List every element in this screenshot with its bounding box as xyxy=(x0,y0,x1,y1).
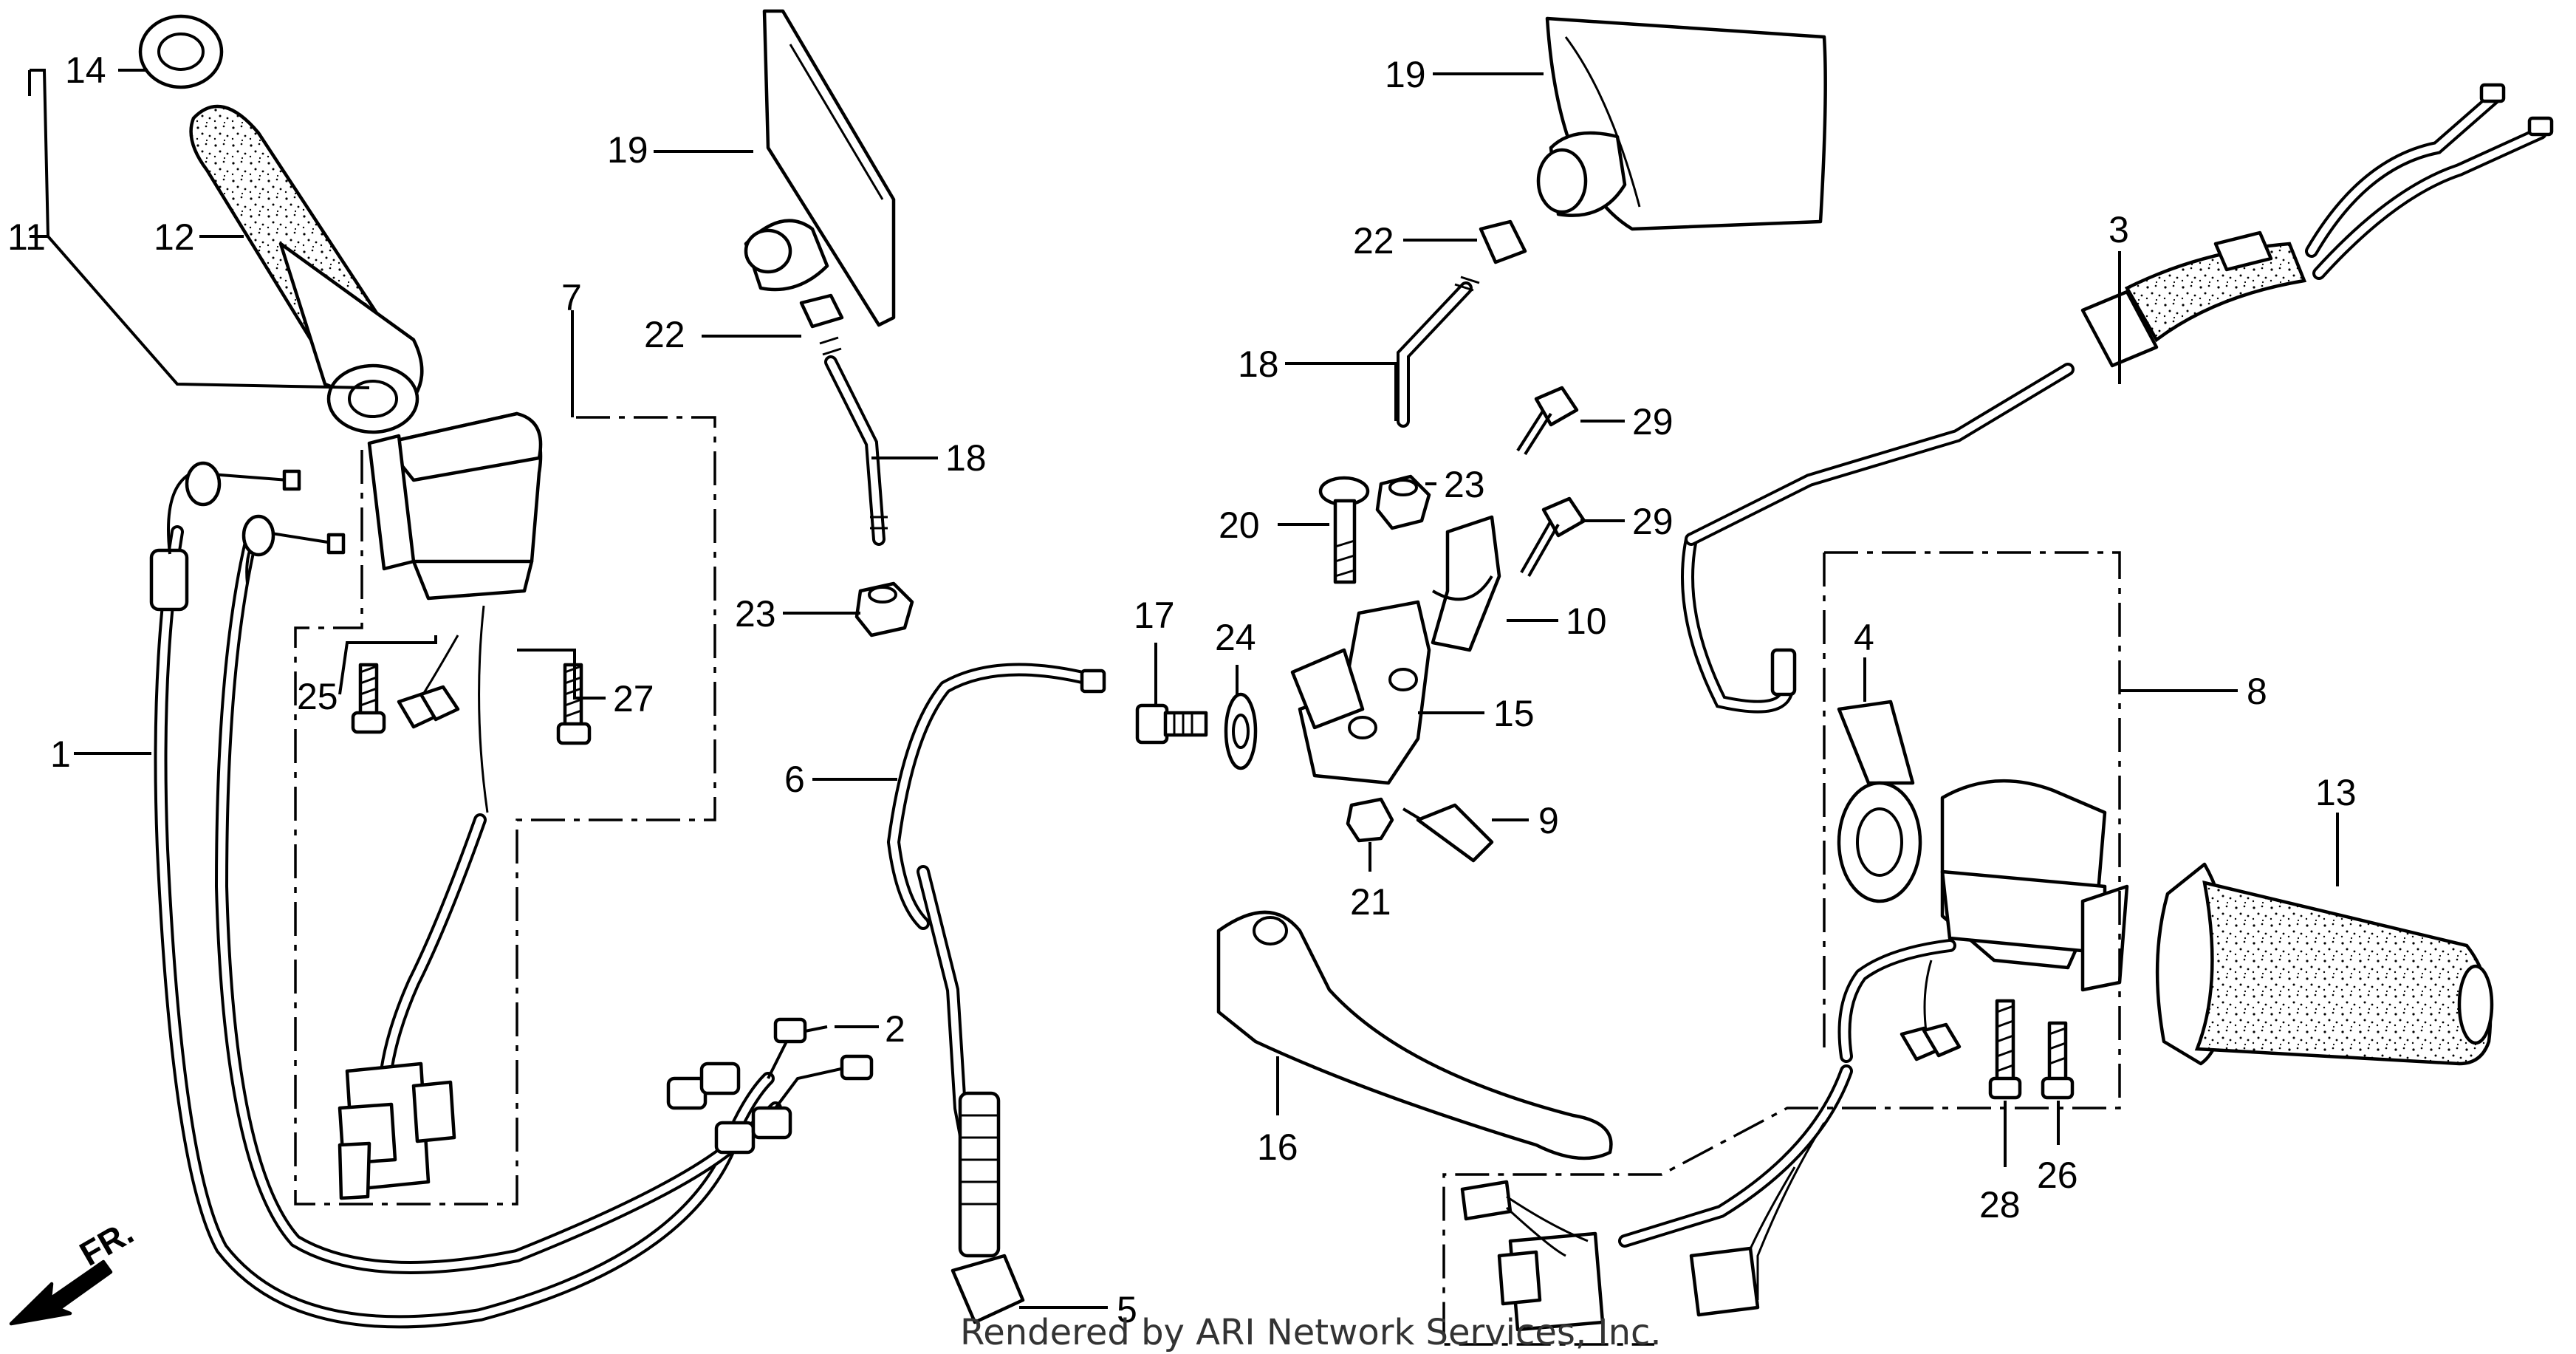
callout-6: 6 xyxy=(784,759,805,800)
callout-24: 24 xyxy=(1215,617,1256,658)
rendered-by-watermark: Rendered by ARI Network Services, Inc. xyxy=(960,1312,1662,1353)
screw-25 xyxy=(351,663,386,734)
callout-7: 7 xyxy=(561,277,582,318)
nut-21 xyxy=(1346,797,1394,843)
switch-8-group-box xyxy=(1442,551,2121,1346)
callout-1: 1 xyxy=(50,734,71,775)
callout-29-upper: 29 xyxy=(1632,401,1674,442)
right-switch-harness xyxy=(1460,1064,1853,1332)
throttle-cables xyxy=(149,461,874,1329)
front-direction-label: FR. xyxy=(73,1213,140,1273)
callout-12: 12 xyxy=(154,216,195,258)
clutch-cable xyxy=(886,663,1106,1324)
screw-29-upper xyxy=(1516,386,1579,456)
clutch-switch-9 xyxy=(1402,803,1494,863)
callout-2: 2 xyxy=(885,1008,905,1050)
callout-29-lower: 29 xyxy=(1632,501,1674,542)
bolt-20 xyxy=(1318,476,1370,584)
bolt-17 xyxy=(1135,703,1208,745)
screw-29-lower xyxy=(1520,496,1586,577)
callout-9: 9 xyxy=(1538,800,1559,841)
callout-18-left: 18 xyxy=(945,437,987,479)
callout-14: 14 xyxy=(65,49,106,91)
clutch-lever-bracket-15 xyxy=(1290,600,1431,785)
callout-26: 26 xyxy=(2037,1155,2078,1196)
callout-23-right: 23 xyxy=(1444,464,1485,505)
front-direction-arrow: FR. xyxy=(9,1213,140,1326)
callout-27: 27 xyxy=(613,678,654,719)
mirror-nut-22-right xyxy=(1479,219,1527,264)
nut-23-right xyxy=(1375,474,1431,530)
washer-24 xyxy=(1224,692,1258,770)
mirror-nut-22 xyxy=(799,293,844,329)
switch-7-group-box xyxy=(294,416,716,1206)
left-grip-assembly xyxy=(138,14,424,434)
right-grip xyxy=(2155,862,2494,1066)
callout-22-left: 22 xyxy=(644,314,685,355)
callout-11: 11 xyxy=(7,216,46,258)
switch-cover-4 xyxy=(1837,700,1915,785)
callout-15: 15 xyxy=(1493,693,1535,734)
right-mirror xyxy=(1397,16,1827,428)
callout-numbers: 14 11 12 7 19 22 18 23 25 27 1 2 6 5 19 … xyxy=(7,49,2357,1330)
throttle-cable-3 xyxy=(1681,83,2554,714)
leader-lines xyxy=(28,69,2339,1309)
callout-19-left: 19 xyxy=(607,129,648,171)
callout-16: 16 xyxy=(1257,1126,1298,1168)
callout-8: 8 xyxy=(2247,671,2267,712)
callout-18-right: 18 xyxy=(1238,343,1279,385)
callout-13: 13 xyxy=(2315,772,2357,813)
callout-21: 21 xyxy=(1350,881,1391,923)
callout-3: 3 xyxy=(2109,209,2129,250)
callout-5: 5 xyxy=(1117,1289,1137,1330)
callout-19-right: 19 xyxy=(1385,54,1426,95)
screw-28 xyxy=(1988,999,2022,1100)
lever-holder-10 xyxy=(1431,515,1501,652)
callout-10: 10 xyxy=(1566,601,1607,642)
callout-22-right: 22 xyxy=(1353,220,1394,261)
right-handlebar-switch xyxy=(1837,700,2129,1063)
callout-17: 17 xyxy=(1134,595,1175,636)
left-handlebar-switch xyxy=(338,411,543,1200)
callout-25: 25 xyxy=(297,676,338,717)
left-mirror xyxy=(744,9,896,546)
callout-20: 20 xyxy=(1219,505,1260,546)
grip-end-cap xyxy=(138,14,224,89)
callout-4: 4 xyxy=(1854,617,1874,658)
callout-28: 28 xyxy=(1979,1184,2021,1225)
clutch-lever-16 xyxy=(1216,910,1613,1160)
screw-26 xyxy=(2041,1021,2075,1100)
callout-23-left: 23 xyxy=(735,593,776,635)
nut-23-left xyxy=(854,581,914,637)
